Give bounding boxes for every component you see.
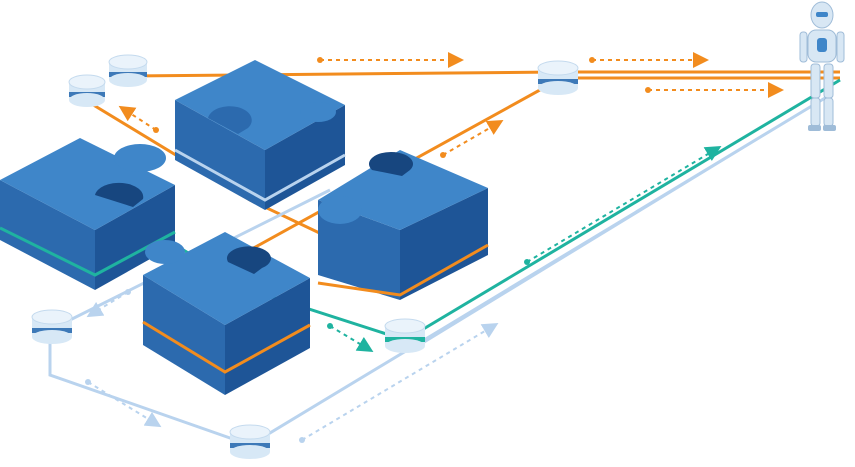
puzzle-pieces (0, 60, 489, 395)
dashed-arrow-icon (87, 381, 162, 428)
teal-line-main (404, 78, 841, 342)
dashed-arrow-icon (301, 322, 499, 441)
nodes (31, 54, 579, 459)
database-node-icon (537, 60, 579, 95)
database-node-icon (108, 54, 148, 87)
puzzle-piece-icon (142, 232, 311, 395)
database-node-icon (31, 309, 73, 344)
blue-line-bottom (48, 93, 831, 447)
robot-icon (799, 1, 845, 131)
puzzle-piece-icon (174, 60, 346, 210)
dashed-arrows (85, 52, 784, 443)
dashed-arrow-icon (118, 105, 157, 131)
puzzle-piece-icon (317, 150, 489, 300)
dashed-arrow-icon (442, 119, 504, 156)
database-node-icon (229, 424, 271, 459)
database-node-icon (384, 318, 426, 353)
dashed-arrow-icon (329, 325, 374, 353)
puzzle-piece-icon (0, 138, 176, 290)
blue-line-right (419, 94, 831, 346)
dashed-arrow-icon (526, 145, 722, 263)
database-node-icon (68, 74, 106, 107)
